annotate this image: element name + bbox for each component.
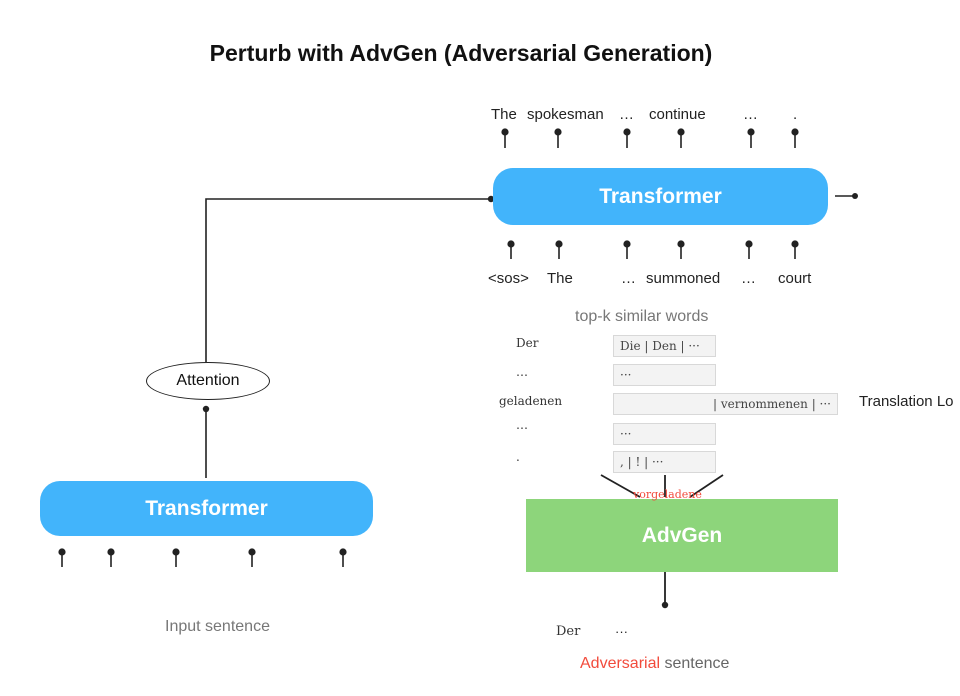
decoder-output-token: . [793,106,798,123]
decoder-input-token: court [778,270,812,287]
adversarial-caption-highlight: Adversarial [580,655,661,672]
advgen-block: AdvGen [526,499,838,572]
encoder-transformer-block: Transformer [40,481,373,536]
encoder-input-pins [58,548,347,567]
decoder-input-token: … [621,270,636,287]
decoder-output-token: spokesman [527,106,604,123]
decoder-input-token: … [741,270,756,287]
decoder-output-token: The [491,106,517,123]
translation-loss-label: Translation Lo [859,393,954,410]
decoder-transformer-block: Transformer [493,168,828,225]
adversarial-caption: Adversarial sentence [580,655,729,673]
adversarial-token: ··· [615,624,628,639]
candidate-list: ··· [613,364,716,386]
diagram-title: Perturb with AdvGen (Adversarial Generat… [209,40,713,66]
candidate-list: , | ! | ··· [613,451,716,473]
source-word: . [516,450,520,464]
decoder-output-token: … [619,106,634,123]
candidate-funnel [600,474,724,498]
candidate-list: | vernommenen | ··· [613,393,838,415]
overlap-word: vorgeladene [633,488,702,501]
source-word: geladenen [499,394,563,408]
decoder-output-token: … [743,106,758,123]
attention-node: Attention [146,362,270,400]
decoder-output-token: continue [649,106,706,123]
input-sentence-caption: Input sentence [165,618,270,635]
candidate-list: ··· [613,423,716,445]
decoder-input-token: The [547,270,573,287]
decoder-input-pins [507,240,799,259]
adversarial-token: Der [556,624,581,639]
source-word: … [516,418,528,432]
adversarial-caption-rest: sentence [660,655,730,672]
candidates-heading: top-k similar words [575,308,709,325]
decoder-input-token: <sos> [488,270,529,287]
source-word: Der [516,336,539,350]
decoder-output-pins [501,128,799,148]
decoder-input-token: summoned [646,270,721,287]
candidate-list: Die | Den | ··· [613,335,716,357]
source-word: … [516,365,528,379]
